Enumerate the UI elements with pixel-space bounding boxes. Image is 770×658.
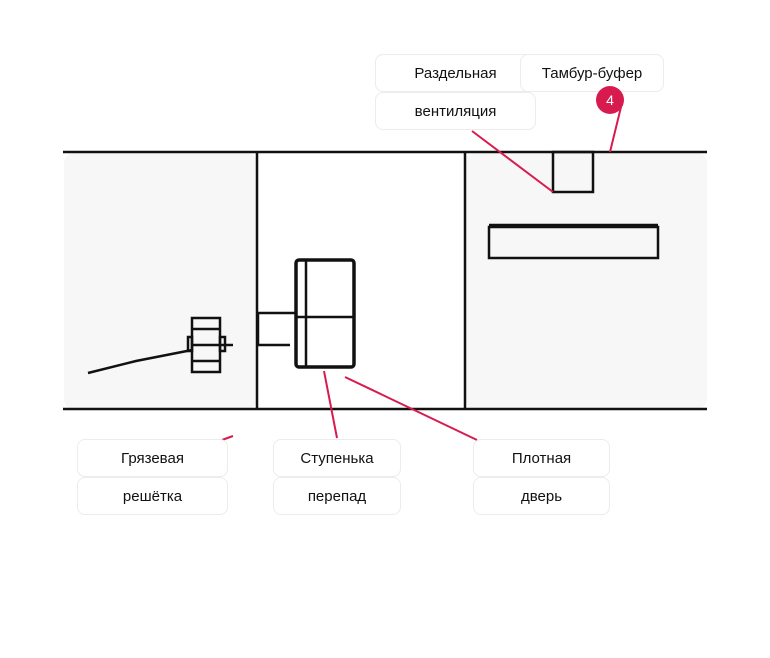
door-frame	[294, 258, 356, 369]
label-step-line1: Ступенька	[273, 439, 401, 477]
label-tight-door-line2: дверь	[473, 477, 610, 515]
leader-door	[344, 376, 478, 441]
label-separate-ventilation-line2: вентиляция	[375, 92, 536, 130]
leader-vestibule	[609, 106, 622, 153]
leader-ventilation	[471, 130, 554, 193]
ramp-line	[87, 348, 193, 375]
label-vestibule-buffer: Тамбур-буфер	[520, 54, 664, 92]
vestibule-number-badge: 4	[596, 86, 624, 114]
label-dirt-grate-line2: решётка	[77, 477, 228, 515]
step	[256, 311, 296, 347]
leader-step	[323, 370, 338, 439]
ventilation-duct	[551, 150, 595, 194]
label-dirt-grate-line1: Грязевая	[77, 439, 228, 477]
label-step-line2: перепад	[273, 477, 401, 515]
right-room-fill	[465, 153, 707, 409]
label-tight-door-line1: Плотная	[473, 439, 610, 477]
label-separate-ventilation-line1: Раздельная	[375, 54, 536, 92]
bench	[487, 225, 660, 260]
grate-clip-left	[186, 335, 194, 353]
grate-clip-right	[218, 335, 227, 353]
